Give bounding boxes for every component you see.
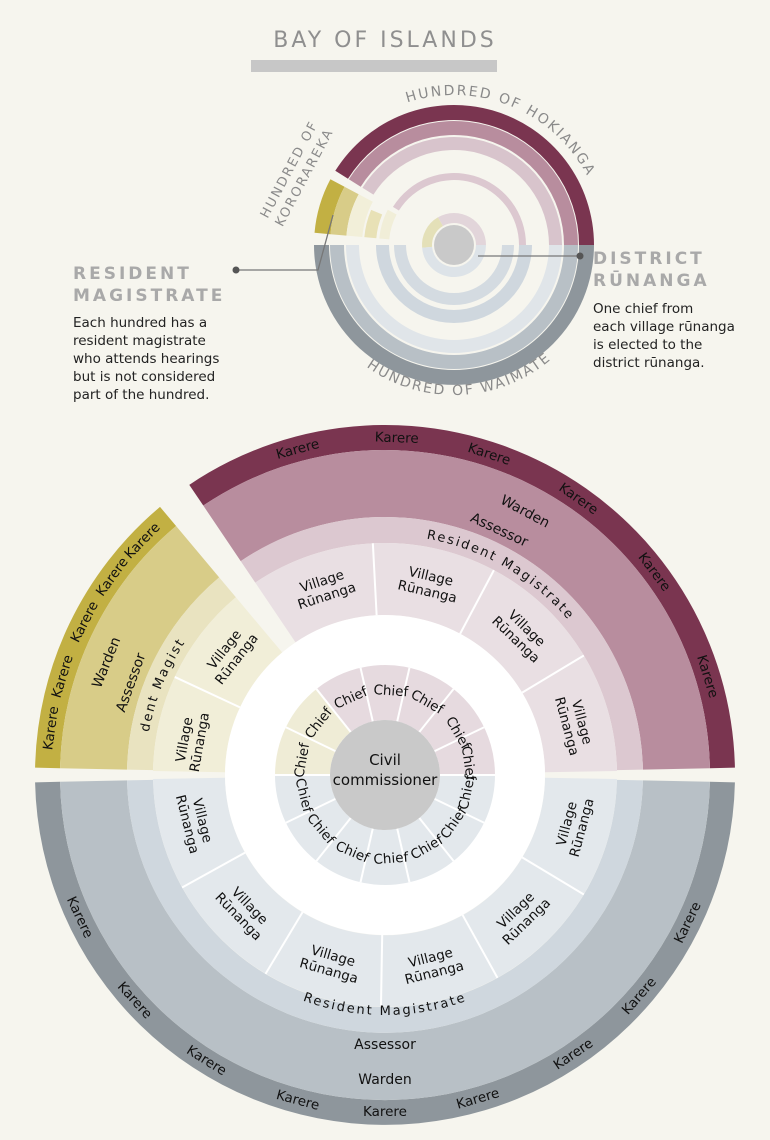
hokianga-band-magistrate <box>240 517 643 771</box>
district-ring-hokianga <box>438 213 486 245</box>
chief-sep <box>418 817 455 862</box>
rm-connector-line <box>236 214 334 271</box>
civil-commissioner-circle <box>330 720 440 830</box>
chief-sep <box>396 667 411 722</box>
chief-label: Chief <box>373 682 410 700</box>
dr-desc-line: One chief from <box>593 301 694 317</box>
kororareka-village-sep <box>174 676 241 709</box>
dr-desc-line: each village rūnanga <box>593 319 735 335</box>
village-label: Village <box>173 716 197 763</box>
chief-label: Chief <box>456 773 479 812</box>
kororareka-band-warden-assessor <box>60 526 220 770</box>
rm-desc-line: part of the hundred. <box>73 387 210 403</box>
kororareka-band-magistrate <box>127 577 236 771</box>
chief-label: Chief <box>458 745 479 783</box>
hokianga-band-village <box>255 543 617 773</box>
waimate-band-magistrate <box>127 779 643 1033</box>
kororareka-arc-2 <box>346 194 373 237</box>
waimate-arc-1 <box>330 245 578 369</box>
dr-connector-dot <box>576 252 584 260</box>
district-center-circle <box>434 225 474 265</box>
waimate-village-sep <box>521 856 585 896</box>
page-title: BAY OF ISLANDS <box>273 28 497 53</box>
kororareka-karere-label: Karere <box>40 705 62 751</box>
rm-desc-line: resident magistrate <box>73 333 206 349</box>
chief-sep <box>359 828 374 883</box>
dr-desc-line: district rūnanga. <box>593 355 705 371</box>
kororareka-inner-arc <box>364 209 383 239</box>
hokianga-karere-label: Karere <box>374 429 419 447</box>
kororareka-arc-1 <box>330 186 359 236</box>
hokianga-arc-0 <box>335 104 595 245</box>
center-label-line1: Civil <box>369 751 401 769</box>
rm-desc-line: who attends hearings <box>73 351 220 367</box>
kororareka-band-village <box>153 597 283 773</box>
district-ring-kororareka <box>421 217 443 248</box>
hokianga-village-sep <box>521 654 585 694</box>
center-label-line2: commissioner <box>333 771 439 789</box>
waimate-village-sep <box>264 911 304 975</box>
kororareka-arc-3 <box>379 209 397 240</box>
chief-sep <box>359 667 374 722</box>
rm-desc-line: Each hundred has a <box>73 315 208 331</box>
hokianga-band-karere <box>189 425 735 769</box>
hokianga-arc-3 <box>392 173 526 245</box>
chief-sep <box>396 828 411 883</box>
district-runanga-heading-line1: DISTRICT <box>593 249 705 269</box>
chief-label: Chief <box>373 850 410 868</box>
kororareka-band-karere <box>35 506 177 769</box>
waimate-arc-3 <box>376 245 532 323</box>
resident-magistrate-description: Each hundred has a resident magistrate w… <box>73 314 219 404</box>
waimate-karere-label: Karere <box>363 1104 407 1120</box>
waimate-band-village <box>153 777 617 1007</box>
waimate-village-sep <box>379 934 384 1007</box>
waimate-band-warden-assessor <box>60 780 710 1101</box>
chief-sep <box>418 688 455 733</box>
waimate-arc-2 <box>346 245 562 353</box>
waimate-arc-0 <box>314 245 594 385</box>
district-runanga-description: One chief from each village rūnanga is e… <box>593 300 735 372</box>
chief-sep <box>434 726 485 753</box>
chief-sep <box>285 797 336 824</box>
resident-magistrate-heading: RESIDENT MAGISTRATE <box>73 263 225 307</box>
dr-desc-line: is elected to the <box>593 337 703 353</box>
chief-label: Chief <box>291 741 313 779</box>
resident-magistrate-heading-line1: RESIDENT <box>73 264 192 284</box>
title-underline <box>251 60 497 72</box>
chief-sep <box>315 817 352 862</box>
chief-sep <box>315 688 352 733</box>
hokianga-arc-1 <box>348 120 578 245</box>
district-runanga-heading: DISTRICT RŪNANGA <box>593 248 710 292</box>
hokianga-village-sep <box>459 569 495 635</box>
hokianga-arc-2 <box>362 136 562 245</box>
rm-desc-line: but is not considered <box>73 369 216 385</box>
hokianga-village-sep <box>371 543 378 616</box>
hokianga-band-warden-assessor <box>203 449 710 770</box>
waimate-village-sep <box>461 914 499 979</box>
rm-connector-dot <box>232 266 240 274</box>
waimate-arc-4 <box>394 245 514 305</box>
waimate-village-sep <box>181 851 246 889</box>
waimate-warden-label: Warden <box>358 1072 411 1088</box>
waimate-assessor-label: Assessor <box>354 1037 416 1053</box>
district-runanga-heading-line2: RŪNANGA <box>593 271 710 291</box>
district-ring-waimate <box>422 245 487 278</box>
resident-magistrate-heading-line2: MAGISTRATE <box>73 286 226 306</box>
chief-sep <box>434 797 485 824</box>
chief-sep <box>285 726 336 753</box>
kororareka-arc-0 <box>314 179 345 235</box>
